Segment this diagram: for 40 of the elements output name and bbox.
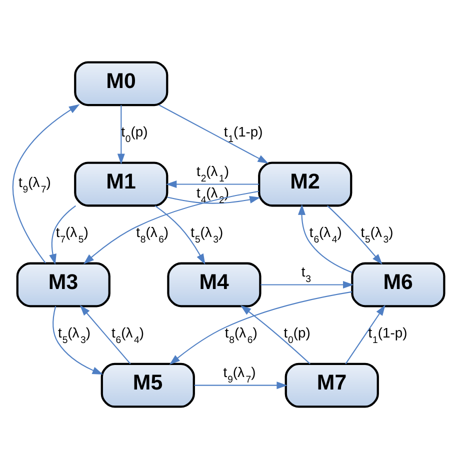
edge-label: t$_{5}$(λ$_{3}$) bbox=[58, 324, 90, 346]
arrow bbox=[12, 104, 80, 263]
node-box: M1 bbox=[74, 161, 168, 206]
node-box: M5 bbox=[100, 362, 195, 408]
edge-label: t$_{6}$(λ$_{4}$) bbox=[309, 224, 342, 246]
edge-label: t$_{8}$(λ$_{6}$) bbox=[224, 324, 258, 346]
edge-label: t$_{8}$(λ$_{6}$) bbox=[136, 224, 169, 246]
arrow bbox=[80, 304, 131, 364]
edge-label: t$_{5}$(λ$_{3}$) bbox=[190, 224, 224, 246]
edge-label: t$_{9}$(λ$_{7}$) bbox=[18, 173, 51, 195]
arrow bbox=[169, 290, 352, 364]
arrow bbox=[83, 190, 259, 264]
arrow bbox=[240, 304, 310, 364]
node-box: M2 bbox=[258, 161, 352, 206]
edge-label: t$_{5}$(λ$_{3}$) bbox=[360, 224, 394, 246]
edge-label: t$_{6}$(λ$_{4}$) bbox=[112, 324, 144, 346]
edge-label: t$_{2}$(λ$_{1}$) bbox=[196, 162, 230, 184]
arrow bbox=[345, 304, 386, 364]
edge-label: t$_{0}$(p) bbox=[284, 324, 310, 346]
edge-label: t$_{9}$(λ$_{7}$) bbox=[223, 364, 256, 386]
arrow bbox=[167, 195, 260, 204]
arrow bbox=[117, 104, 125, 164]
arrow bbox=[166, 180, 260, 188]
edge-label: t$_{1}$(1-p) bbox=[368, 324, 408, 346]
node-box: M7 bbox=[284, 362, 379, 408]
node-box: M3 bbox=[16, 262, 110, 307]
node-box: M4 bbox=[167, 262, 262, 307]
edge-label: t$_{7}$(λ$_{5}$) bbox=[56, 224, 88, 246]
arrow bbox=[327, 204, 382, 264]
arrow bbox=[52, 306, 104, 374]
node-box: M0 bbox=[74, 60, 168, 106]
edge-label: t$_{1}$(1-p) bbox=[224, 123, 263, 145]
edge-label: t$_{3}$ bbox=[301, 263, 312, 285]
node-box: M6 bbox=[351, 262, 446, 307]
arrow bbox=[49, 204, 76, 264]
arrow bbox=[298, 204, 352, 272]
arrow bbox=[260, 280, 354, 288]
arrow bbox=[154, 204, 206, 264]
arrow bbox=[194, 381, 288, 389]
arrow bbox=[159, 104, 268, 164]
